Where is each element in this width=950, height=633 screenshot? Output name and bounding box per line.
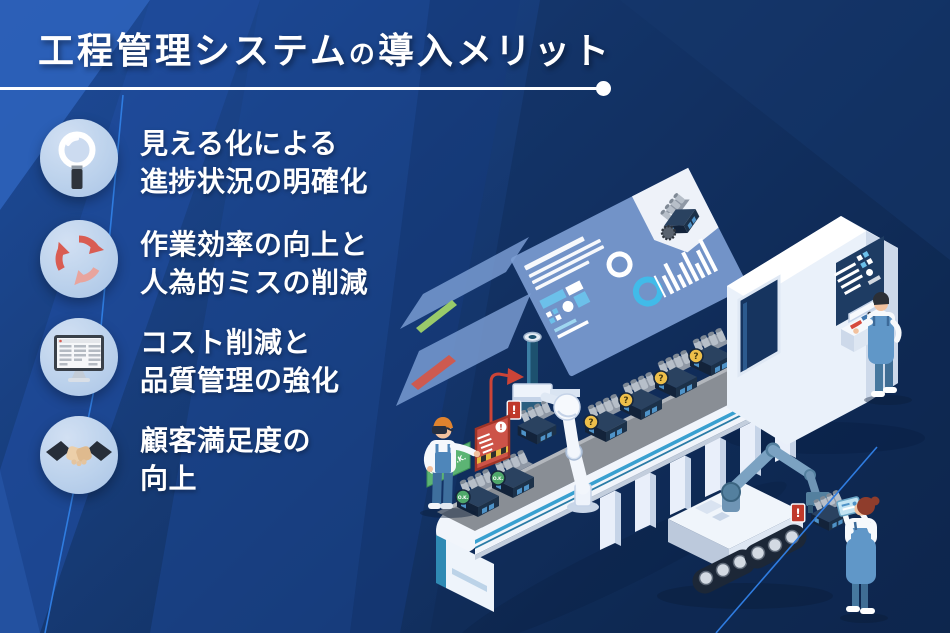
alert-arrow — [489, 368, 524, 427]
benefit-text: 見える化による進捗状況の明確化 — [140, 127, 369, 198]
vr-goggles-icon — [432, 426, 447, 434]
agv-arm — [721, 442, 830, 513]
benefit-text: コスト削減と品質管理の強化 — [140, 326, 340, 397]
agv-track — [692, 549, 756, 594]
warning-sign: ! — [474, 414, 511, 472]
title-part2: の — [348, 40, 378, 70]
robot-arm — [540, 392, 599, 513]
benefit-text: 顧客満足度の向上 — [140, 424, 312, 495]
helmet — [433, 417, 453, 428]
page-title: 工程管理システムの導入メリット — [38, 22, 612, 74]
gear-icon — [660, 225, 677, 241]
worker-tablet — [836, 496, 888, 623]
title-part3: 導入メリット — [377, 31, 612, 72]
warning-sign-label: ! — [499, 423, 502, 432]
status-panel-red — [396, 293, 531, 406]
dashboard-widgets — [539, 280, 591, 339]
worker-machine-operator — [853, 292, 912, 405]
control-panel-content — [833, 251, 881, 295]
dashboard-text-lines — [524, 236, 605, 291]
title-part1: 工程管理システム — [38, 31, 349, 72]
title-underline — [0, 87, 597, 90]
dashboard-panel — [510, 167, 748, 377]
status-panel-green — [400, 237, 529, 333]
recycle-icon — [40, 220, 118, 298]
conveyor-end-block — [446, 540, 494, 612]
handshake-icon — [40, 416, 118, 494]
floor-guide-line — [715, 446, 878, 633]
bar-chart — [653, 238, 718, 298]
worker-vr — [420, 417, 481, 518]
benefit-text: 作業効率の向上と人為的ミスの削減 — [140, 228, 369, 299]
magnifier-icon — [40, 119, 118, 197]
benefit-item-satisfaction: 顧客満足度の向上 — [40, 416, 410, 498]
benefit-item-cost-quality: コスト削減と品質管理の強化 — [40, 318, 410, 400]
benefit-item-efficiency: 作業効率の向上と人為的ミスの削減 — [40, 220, 410, 302]
agv-track — [744, 524, 807, 569]
donut-chart-white — [606, 251, 633, 278]
monitor-icon — [40, 318, 118, 396]
warning-sign-lines — [477, 433, 494, 454]
agv-robot — [657, 442, 847, 609]
benefit-item-visualization: 見える化による進捗状況の明確化 — [40, 119, 410, 201]
title-underline-dot — [596, 81, 611, 96]
machine-window — [737, 274, 781, 378]
